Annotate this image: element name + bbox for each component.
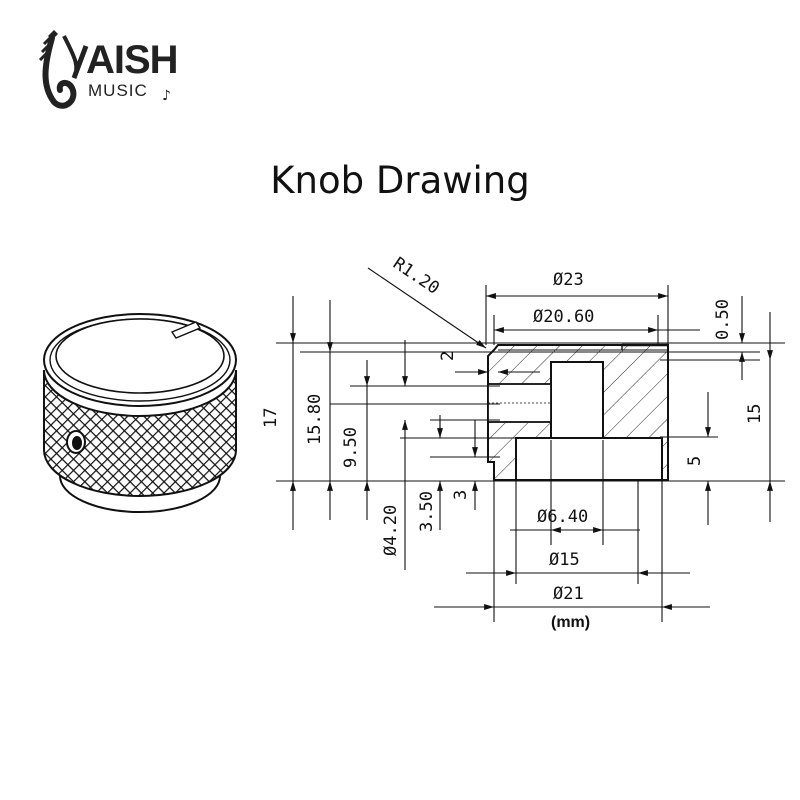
dim-d21: Ø21 <box>553 584 584 604</box>
dimension-lines <box>276 267 785 622</box>
unit-label: (mm) <box>551 614 590 631</box>
dim-h3: 3 <box>451 490 471 500</box>
dim-d15: Ø15 <box>549 550 580 570</box>
svg-text:♪: ♪ <box>162 88 171 104</box>
dim-h950: 9.50 <box>341 427 361 468</box>
dim-h1580: 15.80 <box>305 394 325 445</box>
dim-h17: 17 <box>261 408 281 428</box>
dim-d2060: Ø20.60 <box>533 307 594 327</box>
dim-h15: 15 <box>745 404 765 424</box>
dim-d640: Ø6.40 <box>537 507 588 527</box>
dim-d420: Ø4.20 <box>381 505 401 556</box>
dim-h350: 3.50 <box>417 491 437 532</box>
dim-h2: 2 <box>438 351 458 361</box>
cross-section <box>487 343 669 481</box>
dim-h5: 5 <box>685 456 705 466</box>
dim-t050: 0.50 <box>713 299 733 340</box>
guitar-logo-icon: ♪ <box>38 30 171 109</box>
knob-illustration <box>43 313 237 513</box>
dim-d23: Ø23 <box>553 270 584 290</box>
brand-subtitle: MUSIC <box>88 81 148 100</box>
page-title: Knob Drawing <box>270 159 530 202</box>
brand-name: AISH <box>86 38 179 82</box>
dim-r120: R1.20 <box>389 254 443 299</box>
